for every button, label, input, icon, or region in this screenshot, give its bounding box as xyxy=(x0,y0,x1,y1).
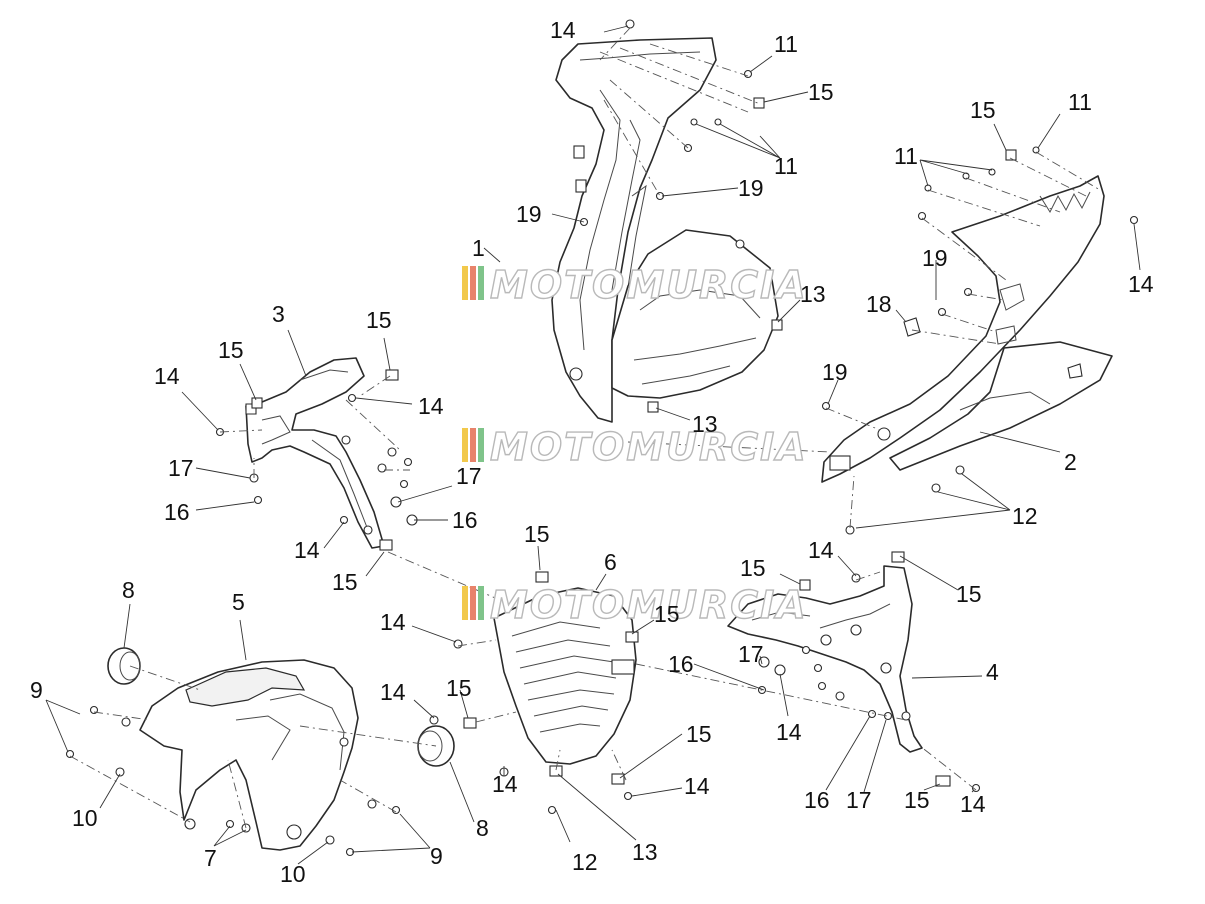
callout-19: 19 xyxy=(738,175,764,201)
watermark-text: MOTOMURCIA xyxy=(490,263,808,307)
watermark-stripe-1 xyxy=(462,266,468,300)
part-3-left-bracket xyxy=(245,357,385,549)
callout-11: 11 xyxy=(774,31,798,57)
callout-11: 11 xyxy=(774,153,798,179)
callout-17: 17 xyxy=(168,455,194,481)
callout-17: 17 xyxy=(846,787,872,813)
watermark-text: MOTOMURCIA xyxy=(490,583,808,627)
callout-15: 15 xyxy=(218,337,244,363)
callout-6: 6 xyxy=(604,549,617,575)
callout-15: 15 xyxy=(956,581,982,607)
callout-11: 11 xyxy=(1068,89,1092,115)
callout-16: 16 xyxy=(452,507,478,533)
callout-12: 12 xyxy=(572,849,598,875)
callout-15: 15 xyxy=(446,675,472,701)
callout-14: 14 xyxy=(808,537,834,563)
callout-12: 12 xyxy=(1012,503,1038,529)
callout-14: 14 xyxy=(1128,271,1154,297)
callout-8: 8 xyxy=(476,815,489,841)
callout-15: 15 xyxy=(686,721,712,747)
callout-1: 1 xyxy=(472,235,485,261)
callout-14: 14 xyxy=(380,679,406,705)
callout-14: 14 xyxy=(684,773,710,799)
watermark-stripe-1 xyxy=(462,586,468,620)
callout-18: 18 xyxy=(866,291,892,317)
callout-15: 15 xyxy=(524,521,550,547)
watermark-stripe-1 xyxy=(462,428,468,462)
watermark-text: MOTOMURCIA xyxy=(490,425,808,469)
callout-13: 13 xyxy=(632,839,658,865)
callout-9: 9 xyxy=(430,843,443,869)
callout-15: 15 xyxy=(808,79,834,105)
callout-14: 14 xyxy=(776,719,802,745)
callout-16: 16 xyxy=(668,651,694,677)
callout-15: 15 xyxy=(654,601,680,627)
callout-14: 14 xyxy=(960,791,986,817)
part-1-front-shield xyxy=(551,37,779,423)
callout-8: 8 xyxy=(122,577,135,603)
callout-14: 14 xyxy=(492,771,518,797)
callout-19: 19 xyxy=(922,245,948,271)
part-5-mudguard xyxy=(139,659,359,851)
callout-17: 17 xyxy=(738,641,764,667)
callout-14: 14 xyxy=(154,363,180,389)
watermark-stripe-2 xyxy=(470,586,476,620)
watermark-middle: MOTOMURCIA xyxy=(462,424,808,470)
callout-10: 10 xyxy=(72,805,98,831)
watermark-stripe-3 xyxy=(478,586,484,620)
callout-3: 3 xyxy=(272,301,285,327)
callout-17: 17 xyxy=(456,463,482,489)
part-2-side-panel xyxy=(821,175,1113,483)
callout-15: 15 xyxy=(970,97,996,123)
callout-7: 7 xyxy=(204,845,217,871)
part-8-cap-left xyxy=(107,647,141,685)
callout-14: 14 xyxy=(294,537,320,563)
callout-15: 15 xyxy=(740,555,766,581)
watermark-stripe-3 xyxy=(478,266,484,300)
part-6-radiator-grille xyxy=(493,587,637,765)
callout-5: 5 xyxy=(232,589,245,615)
callout-9: 9 xyxy=(30,677,43,703)
callout-11: 11 xyxy=(894,143,918,169)
callout-14: 14 xyxy=(550,17,576,43)
callout-16: 16 xyxy=(164,499,190,525)
watermark-bottom: MOTOMURCIA xyxy=(462,582,808,628)
callout-14: 14 xyxy=(418,393,444,419)
callout-19: 19 xyxy=(516,201,542,227)
watermark-stripe-2 xyxy=(470,428,476,462)
callout-13: 13 xyxy=(800,281,826,307)
callout-13: 13 xyxy=(692,411,718,437)
part-18-spacer xyxy=(903,317,921,337)
leader-lines xyxy=(45,25,1141,865)
callout-19: 19 xyxy=(822,359,848,385)
callout-2: 2 xyxy=(1064,449,1077,475)
callout-4: 4 xyxy=(986,659,999,685)
callout-15: 15 xyxy=(904,787,930,813)
callout-15: 15 xyxy=(366,307,392,333)
callout-15: 15 xyxy=(332,569,358,595)
watermark-top: MOTOMURCIA xyxy=(462,262,808,308)
callout-16: 16 xyxy=(804,787,830,813)
watermark-stripe-2 xyxy=(470,266,476,300)
callout-14: 14 xyxy=(380,609,406,635)
callout-10: 10 xyxy=(280,861,306,887)
callout-labels: 14 11 15 11 19 19 1 13 13 15 11 11 14 19… xyxy=(30,17,1154,887)
part-4-right-bracket xyxy=(727,565,923,753)
watermark-stripe-3 xyxy=(478,428,484,462)
